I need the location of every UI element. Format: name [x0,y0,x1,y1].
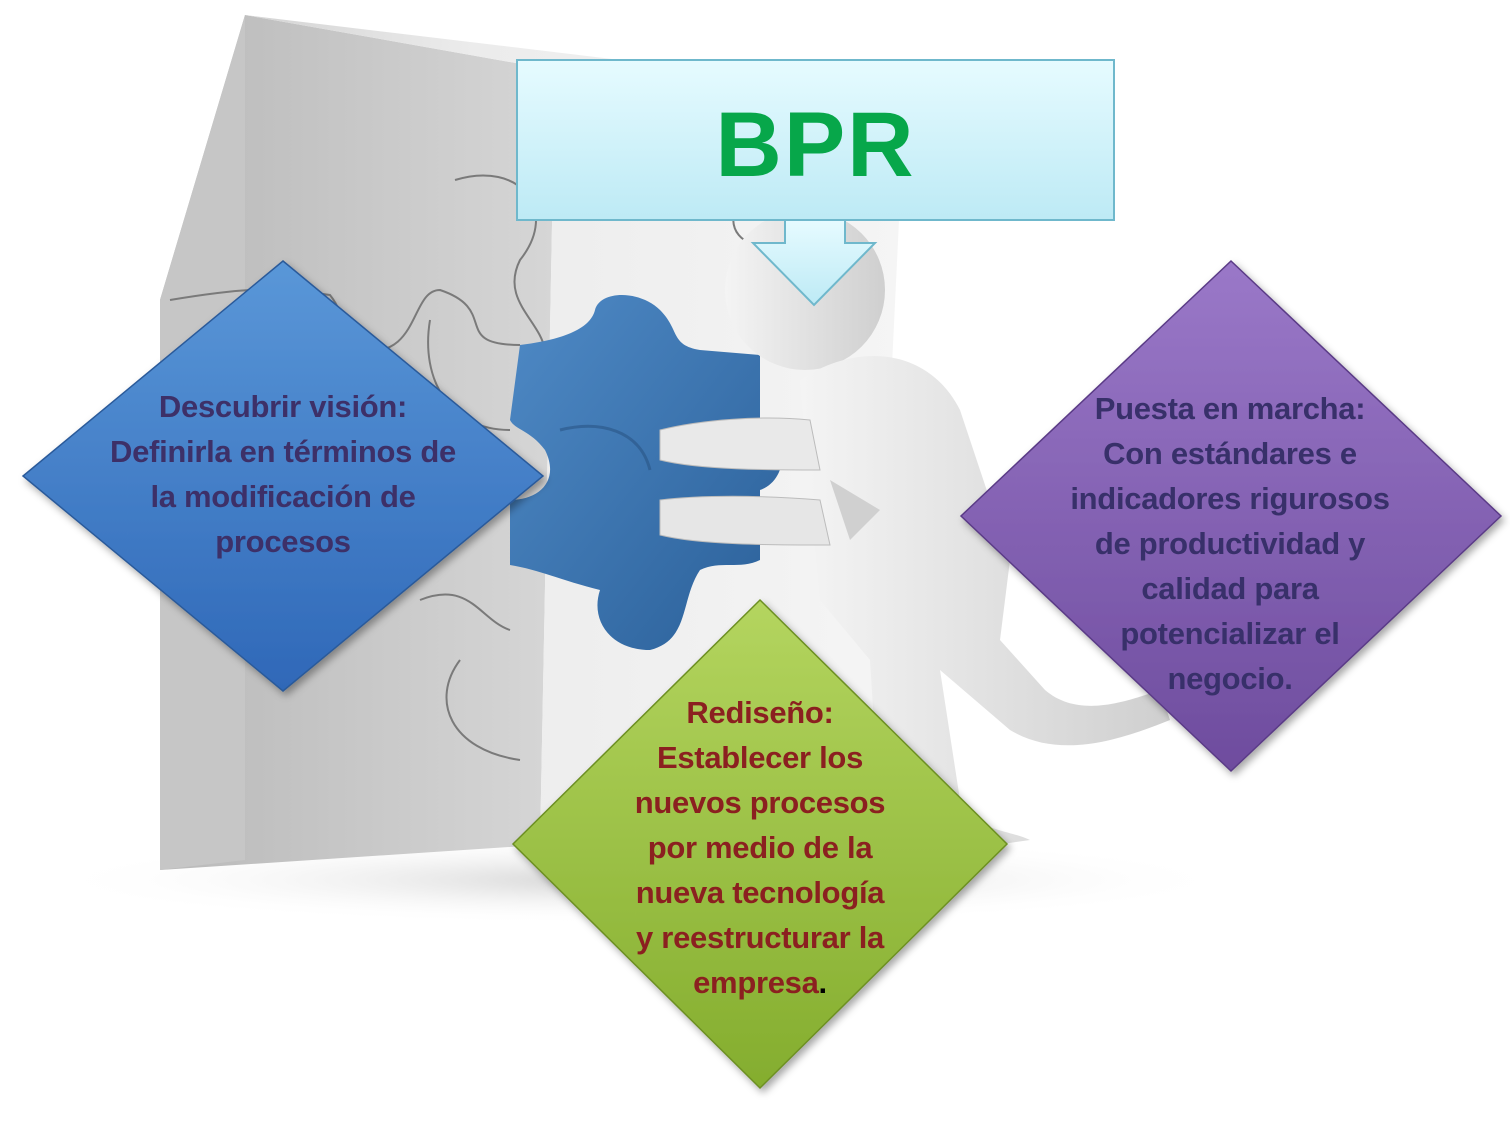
step-line: y reestructurar la [636,920,884,955]
step-heading: Puesta en marcha: [1094,391,1366,426]
step-line: empresa [693,965,819,1000]
blue-puzzle-piece [510,295,783,650]
title-label: BPR [715,93,916,196]
diamond-rediseno [511,598,1009,1090]
step-heading: Descubrir visión: [158,389,408,424]
step-line: calidad para [1141,571,1319,606]
step-line: negocio. [1167,661,1293,696]
title-box [516,59,1115,307]
step-line: de productividad y [1094,526,1366,561]
step-line: nueva tecnología [635,875,885,910]
step-line: Establecer los [656,740,864,775]
step-line: nuevos procesos [634,785,886,820]
diamond-puesta [959,259,1503,773]
step-line: Definirla en términos de [110,434,456,469]
step-line: por medio de la [647,830,873,865]
diamond-descubrir [21,260,545,692]
trailing-period: . [818,965,828,1000]
step-line: indicadores rigurosos [1070,481,1390,516]
step-line: Con estándares e [1103,436,1357,471]
step-line: potencializar el [1120,616,1340,651]
step-puesta-text: Puesta en marcha: Con estándares e indic… [1030,386,1430,701]
step-line: procesos [215,524,351,559]
step-descubrir-text: Descubrir visión: Definirla en términos … [70,384,496,564]
step-rediseno-text: Rediseño: Establecer los nuevos procesos… [570,690,950,1005]
step-heading: Rediseño: [686,695,834,730]
step-line-last: empresa. [570,960,950,1005]
step-line: la modificación de [150,479,416,514]
